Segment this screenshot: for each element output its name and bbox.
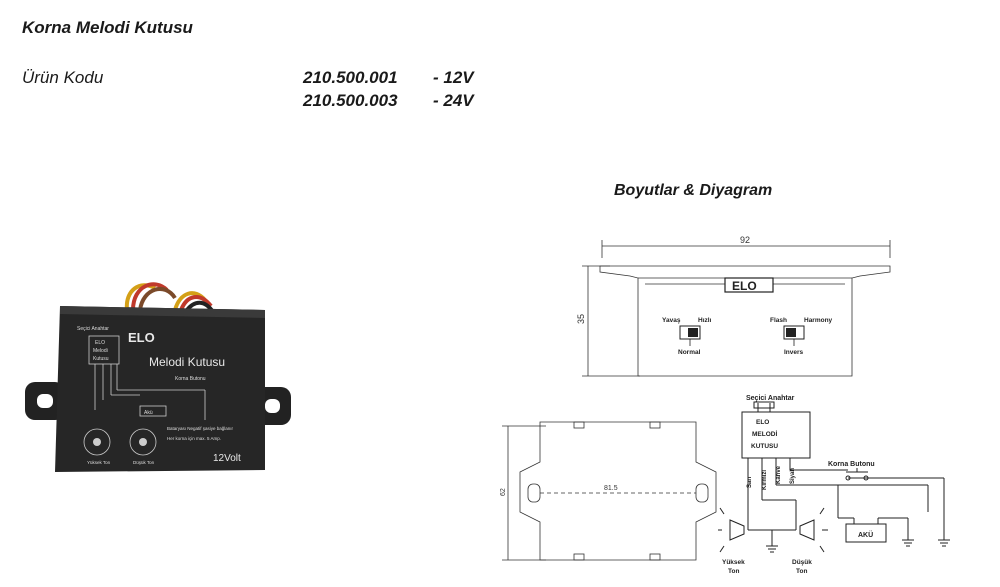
- svg-text:Düşük Ton: Düşük Ton: [133, 460, 155, 465]
- device-name: Melodi Kutusu: [149, 355, 225, 369]
- svg-text:Harmony: Harmony: [804, 317, 833, 324]
- wiring-selector-label: Seçici Anahtar: [746, 395, 795, 402]
- svg-text:Yavaş: Yavaş: [662, 317, 681, 324]
- svg-text:Normal: Normal: [678, 349, 701, 356]
- svg-text:KUTUSU: KUTUSU: [751, 443, 778, 450]
- device-voltage: 12Volt: [213, 453, 241, 464]
- svg-text:MELODİ: MELODİ: [752, 430, 777, 438]
- wire-bundle: [124, 282, 215, 314]
- product-code-1: 210.500.001: [303, 68, 398, 87]
- wire-kahve: Kahve: [776, 465, 782, 484]
- svg-text:Yüksek Ton: Yüksek Ton: [87, 460, 111, 465]
- battery-label: AKÜ: [858, 530, 873, 539]
- svg-text:ELO: ELO: [756, 419, 769, 426]
- diagram-title: Boyutlar & Diyagram: [614, 182, 773, 199]
- svg-text:Invers: Invers: [784, 349, 804, 356]
- device-selector-label: Seçici Anahtar: [77, 326, 109, 332]
- product-voltage-1: - 12V: [433, 68, 474, 87]
- product-voltage-2: - 24V: [433, 91, 474, 110]
- low-tone-label: Düşük: [792, 559, 812, 566]
- dim-width-81-5: 81.5: [604, 485, 618, 492]
- device-body: [55, 306, 265, 472]
- product-code-label: Ürün Kodu: [22, 68, 104, 87]
- svg-text:Flash: Flash: [770, 317, 787, 324]
- top-view-logo: ELO: [732, 279, 757, 293]
- svg-text:Her korna için max. 5 Amp.: Her korna için max. 5 Amp.: [167, 436, 221, 441]
- device-brand: ELO: [128, 330, 155, 345]
- svg-text:Kutusu: Kutusu: [93, 356, 109, 362]
- product-code-2: 210.500.003: [303, 91, 398, 110]
- svg-text:ELO: ELO: [95, 340, 105, 346]
- wiring-diagram: Seçici Anahtar: [718, 395, 950, 575]
- svg-text:Ton: Ton: [728, 568, 739, 575]
- top-view-drawing: 92 35 ELO Yavaş Hızlı Normal Flash Harmo…: [576, 235, 891, 377]
- dim-width-92: 92: [740, 235, 750, 245]
- high-tone-label: Yüksek: [722, 559, 745, 566]
- svg-text:Akü: Akü: [144, 410, 153, 416]
- svg-text:Korna Butonu: Korna Butonu: [175, 376, 206, 382]
- horn-button-label: Korna Butonu: [828, 461, 875, 468]
- wire-sari: Sarı: [747, 476, 753, 488]
- page-title: Korna Melodi Kutusu: [22, 18, 193, 37]
- device-photo: ELO Melodi Kutusu Seçici Anahtar ELO Mel…: [25, 282, 291, 472]
- front-view-drawing: 81.5 62: [500, 421, 717, 561]
- svg-text:Bataryası Negatif şasiye bağla: Bataryası Negatif şasiye bağlanır: [167, 426, 234, 431]
- svg-text:Melodi: Melodi: [93, 348, 108, 354]
- device-high-tone-horn: [83, 428, 111, 456]
- svg-text:Hızlı: Hızlı: [698, 317, 712, 324]
- dim-height-35: 35: [576, 314, 586, 324]
- device-low-tone-horn: [129, 428, 157, 456]
- wire-kirmizi: Kırmızı: [762, 470, 768, 490]
- wire-siyah: Siyah: [790, 468, 796, 484]
- svg-text:Ton: Ton: [796, 568, 807, 575]
- dim-height-62: 62: [500, 488, 507, 496]
